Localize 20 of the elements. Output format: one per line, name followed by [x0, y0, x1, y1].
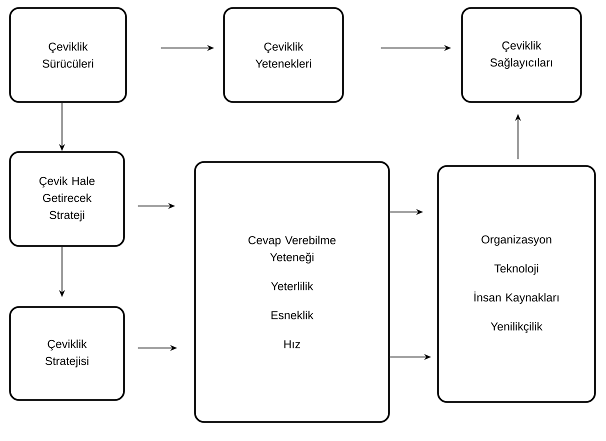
- box-text: Organizasyon: [482, 235, 552, 246]
- process-box: [9, 306, 125, 401]
- box-text: Çeviklik Stratejisi: [45, 340, 88, 368]
- box-text: Çeviklik Sürücüleri: [42, 42, 94, 68]
- process-box: [437, 165, 596, 403]
- box-text: Hız: [284, 340, 300, 348]
- box-text: Yenilikçilik: [490, 322, 542, 333]
- process-box: [223, 7, 344, 103]
- process-box: [9, 151, 125, 247]
- process-box: [194, 161, 390, 423]
- box-text: Yeterlilik: [271, 282, 314, 290]
- box-text: Teknoloji: [494, 264, 538, 275]
- process-box: [461, 7, 582, 103]
- box-text: Esneklik: [272, 310, 314, 320]
- box-text: Çeviklik Yetenekleri: [256, 42, 311, 68]
- box-text: Çeviklik Sağlayıcıları: [490, 41, 552, 69]
- box-text: İnsan Kaynakları: [474, 291, 559, 304]
- process-box: [9, 7, 127, 103]
- box-text: Cevap Verebilme Yeteneği: [248, 236, 336, 264]
- box-text: Çevik Hale Getirecek Strateji: [39, 176, 95, 222]
